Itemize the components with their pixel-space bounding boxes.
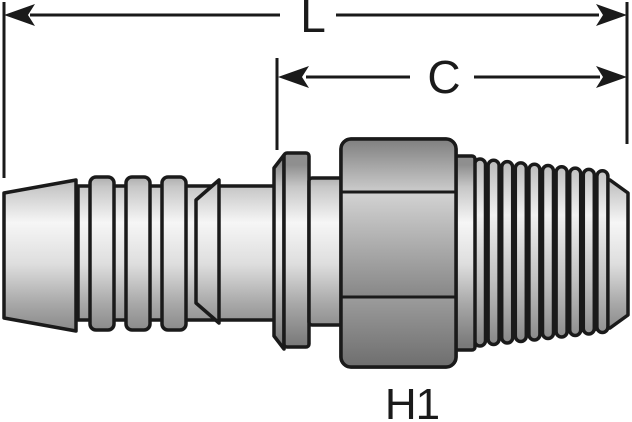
thread-crest [581, 167, 597, 336]
dim-L-label: L [300, 0, 326, 42]
dim-C-label: C [427, 51, 460, 103]
hex-face-middle [341, 192, 456, 297]
hex-face-bottom [341, 297, 456, 367]
fitting-drawing [2, 137, 630, 369]
hex-nut-faces [341, 139, 456, 367]
thread-crest [499, 159, 515, 345]
arrowhead-left-icon [4, 4, 35, 26]
thread-crest [513, 161, 529, 344]
thread-crest [567, 166, 583, 338]
barb-rib [124, 175, 152, 332]
dimension-L [2, 2, 629, 178]
flange-bevel [272, 153, 286, 351]
thread-crest [527, 162, 542, 342]
hose-barb-nose [2, 178, 78, 333]
arrowhead-right-icon [596, 4, 627, 26]
part-label: H1 [385, 380, 439, 422]
thread-crests [472, 157, 610, 348]
thread-crest [486, 158, 501, 347]
hex-face-top [341, 139, 456, 192]
dimension-C [275, 58, 627, 150]
flange-collar [282, 151, 311, 349]
neck-cylinder [307, 176, 344, 327]
barb-rib [160, 175, 188, 332]
thread-crest [540, 163, 556, 341]
thread-crest [554, 165, 569, 339]
thread-collar [453, 154, 477, 352]
hex-nut-outline [339, 137, 458, 369]
arrowhead-left-icon [278, 66, 309, 88]
barb-rib [88, 175, 116, 332]
arrowhead-right-icon [596, 66, 627, 88]
barb-flare-cone [194, 178, 221, 325]
hex-nut [339, 137, 458, 369]
thread-crest [595, 168, 610, 335]
